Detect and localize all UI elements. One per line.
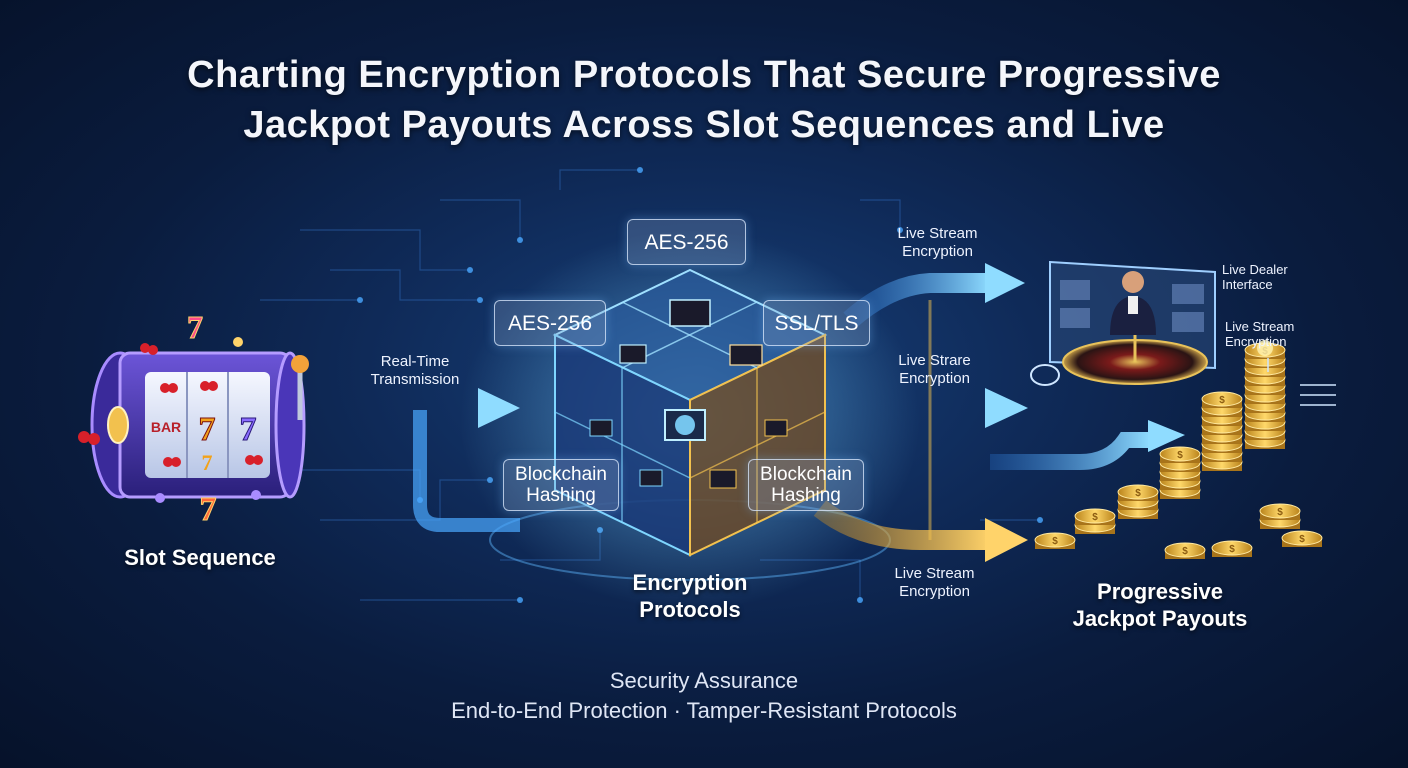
coin-symbol: $	[1177, 450, 1183, 461]
protocol-blockchain-right: Blockchain Hashing	[748, 459, 864, 511]
protocol-ssl-tls: SSL/TLS	[763, 300, 870, 346]
coin-sparkle	[1257, 340, 1273, 356]
transmission-label-line2: Transmission	[370, 371, 460, 388]
coin	[1259, 503, 1301, 519]
coin	[1211, 540, 1253, 556]
stream-middle-line2: Encryption	[899, 370, 970, 387]
coin-signal-lines	[1267, 358, 1336, 406]
stream-top-line2: Encryption	[902, 243, 973, 260]
flow-cube-to-middle	[820, 388, 1028, 428]
stream-middle-label: Live Strare Encryption	[877, 352, 992, 388]
svg-text:7: 7	[202, 450, 213, 475]
coin-symbol: $	[1052, 536, 1058, 547]
flow-slot-to-cube	[300, 388, 520, 532]
transmission-label: Real-Time Transmission	[360, 353, 470, 389]
coin	[1159, 446, 1201, 462]
jackpot-payouts-label: Progressive Jackpot Payouts	[1040, 578, 1280, 632]
footer-subtitle: End-to-End Protection · Tamper-Resistant…	[451, 698, 957, 723]
protocol-blockchain-left: Blockchain Hashing	[503, 459, 619, 511]
coin-symbol: $	[1219, 395, 1225, 406]
reel-symbol-bar: BAR	[151, 419, 181, 435]
protocol-aes-left: AES-256	[494, 300, 606, 346]
slot-machine-graphic: BAR 7 7 7 7 7	[78, 309, 309, 529]
footer-title: Security Assurance	[609, 668, 799, 693]
protocol-aes-left-label: AES-256	[507, 311, 593, 335]
coin-symbol: $	[1135, 488, 1141, 499]
live-dealer-stream-line1: Live Stream	[1225, 319, 1295, 334]
coin	[1034, 532, 1076, 548]
jackpot-payouts-line2: Jackpot Payouts	[1072, 606, 1248, 631]
protocol-blockchain-right-label: Blockchain Hashing	[760, 464, 852, 506]
jackpot-payouts-line1: Progressive	[1097, 579, 1223, 604]
stream-bottom-line2: Encryption	[899, 583, 970, 600]
encryption-cube-graphic	[552, 268, 828, 557]
coin-symbol: $	[1229, 544, 1235, 555]
svg-text:7: 7	[199, 411, 216, 448]
protocol-aes-top: AES-256	[627, 219, 746, 265]
slot-sequence-label: Slot Sequence	[124, 545, 276, 570]
coin-stacks-graphic: $$$$$$$$$$	[1034, 340, 1323, 559]
live-dealer-label: Live Dealer Interface	[1222, 262, 1288, 292]
encryption-protocols-line1: Encryption	[632, 570, 748, 595]
coin	[1117, 484, 1159, 500]
stream-bottom-label: Live Stream Encryption	[877, 565, 992, 601]
encryption-protocols-line2: Protocols	[639, 597, 741, 622]
transmission-label-line1: Real-Time	[380, 353, 450, 370]
live-dealer-stream-label: Live Stream Encryption	[1225, 319, 1294, 349]
stream-top-label: Live Stream Encryption	[880, 225, 995, 261]
live-dealer-label-line1: Live Dealer	[1222, 262, 1288, 277]
coin-symbol: $	[1299, 534, 1305, 545]
svg-text:7: 7	[187, 309, 203, 345]
flow-cube-to-dealer	[843, 263, 1025, 328]
protocol-blockchain-left-label: Blockchain Hashing	[515, 464, 607, 506]
coin	[1074, 508, 1116, 524]
coin-symbol: $	[1182, 546, 1188, 557]
coin-symbol: $	[1092, 512, 1098, 523]
live-dealer-stream-line2: Encryption	[1225, 334, 1287, 349]
live-dealer-graphic	[1030, 260, 1216, 386]
encryption-protocols-label: Encryption Protocols	[590, 569, 790, 623]
flow-middle-to-payouts	[990, 420, 1185, 470]
flow-cube-to-payouts-gold	[813, 300, 1028, 562]
protocol-ssl-tls-label: SSL/TLS	[774, 311, 859, 335]
protocol-aes-top-label: AES-256	[644, 230, 729, 254]
stream-top-line1: Live Stream	[897, 225, 978, 242]
coin-symbol: $	[1277, 507, 1283, 518]
coin	[1201, 391, 1243, 407]
svg-text:7: 7	[200, 491, 217, 528]
page-title-line2: Jackpot Payouts Across Slot Sequences an…	[243, 104, 1165, 146]
stream-bottom-line1: Live Stream	[894, 565, 975, 582]
coin	[1164, 542, 1206, 558]
page-title-line1: Charting Encryption Protocols That Secur…	[187, 54, 1221, 96]
stream-middle-line1: Live Strare	[898, 352, 971, 369]
coin	[1281, 530, 1323, 546]
live-dealer-label-line2: Interface	[1222, 277, 1273, 292]
svg-text:7: 7	[240, 411, 257, 448]
